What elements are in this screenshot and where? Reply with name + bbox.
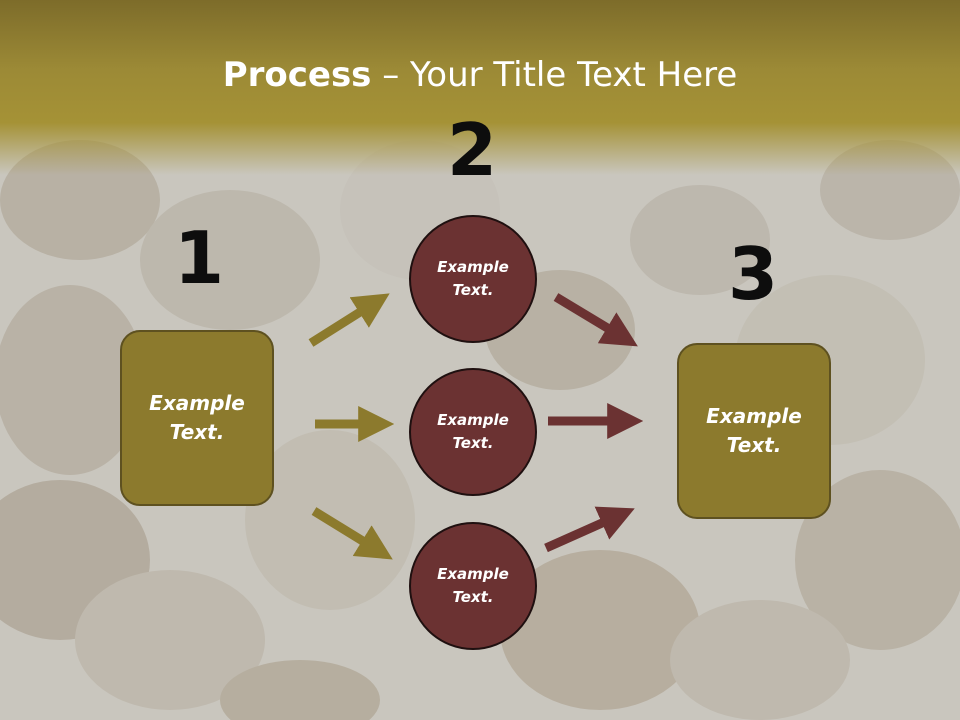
arrow-1-to-bottom [311,507,393,560]
step-number-3: 3 [727,232,779,316]
step-1-text-line1: Example [149,391,245,415]
header-band [0,0,960,175]
step-number-2: 2 [446,108,498,192]
step-2-circle-middle: Example Text. [409,368,537,496]
step-1-box: Example Text. [120,330,274,506]
title-rest: – Your Title Text Here [371,55,738,95]
step-3-text-line2: Text. [726,433,782,457]
circle-top-text-line1: Example [437,258,509,276]
arrow-bottom-to-3 [544,506,635,553]
circle-bottom-text-line1: Example [437,565,509,583]
circle-bottom-text-line2: Text. [452,588,494,606]
step-2-circle-bottom: Example Text. [409,522,537,650]
step-3-box: Example Text. [677,343,831,519]
slide-title: Process – Your Title Text Here [0,52,960,98]
arrow-top-to-3 [553,293,638,347]
step-3-text-line1: Example [706,404,802,428]
circle-middle-text-line2: Text. [452,434,494,452]
title-bold: Process [222,55,372,95]
circle-top-text-line2: Text. [452,281,494,299]
step-number-1: 1 [173,216,225,300]
circle-middle-text-line1: Example [437,411,509,429]
step-1-text-line2: Text. [169,420,225,444]
arrow-1-to-top [308,293,390,347]
step-2-circle-top: Example Text. [409,215,537,343]
